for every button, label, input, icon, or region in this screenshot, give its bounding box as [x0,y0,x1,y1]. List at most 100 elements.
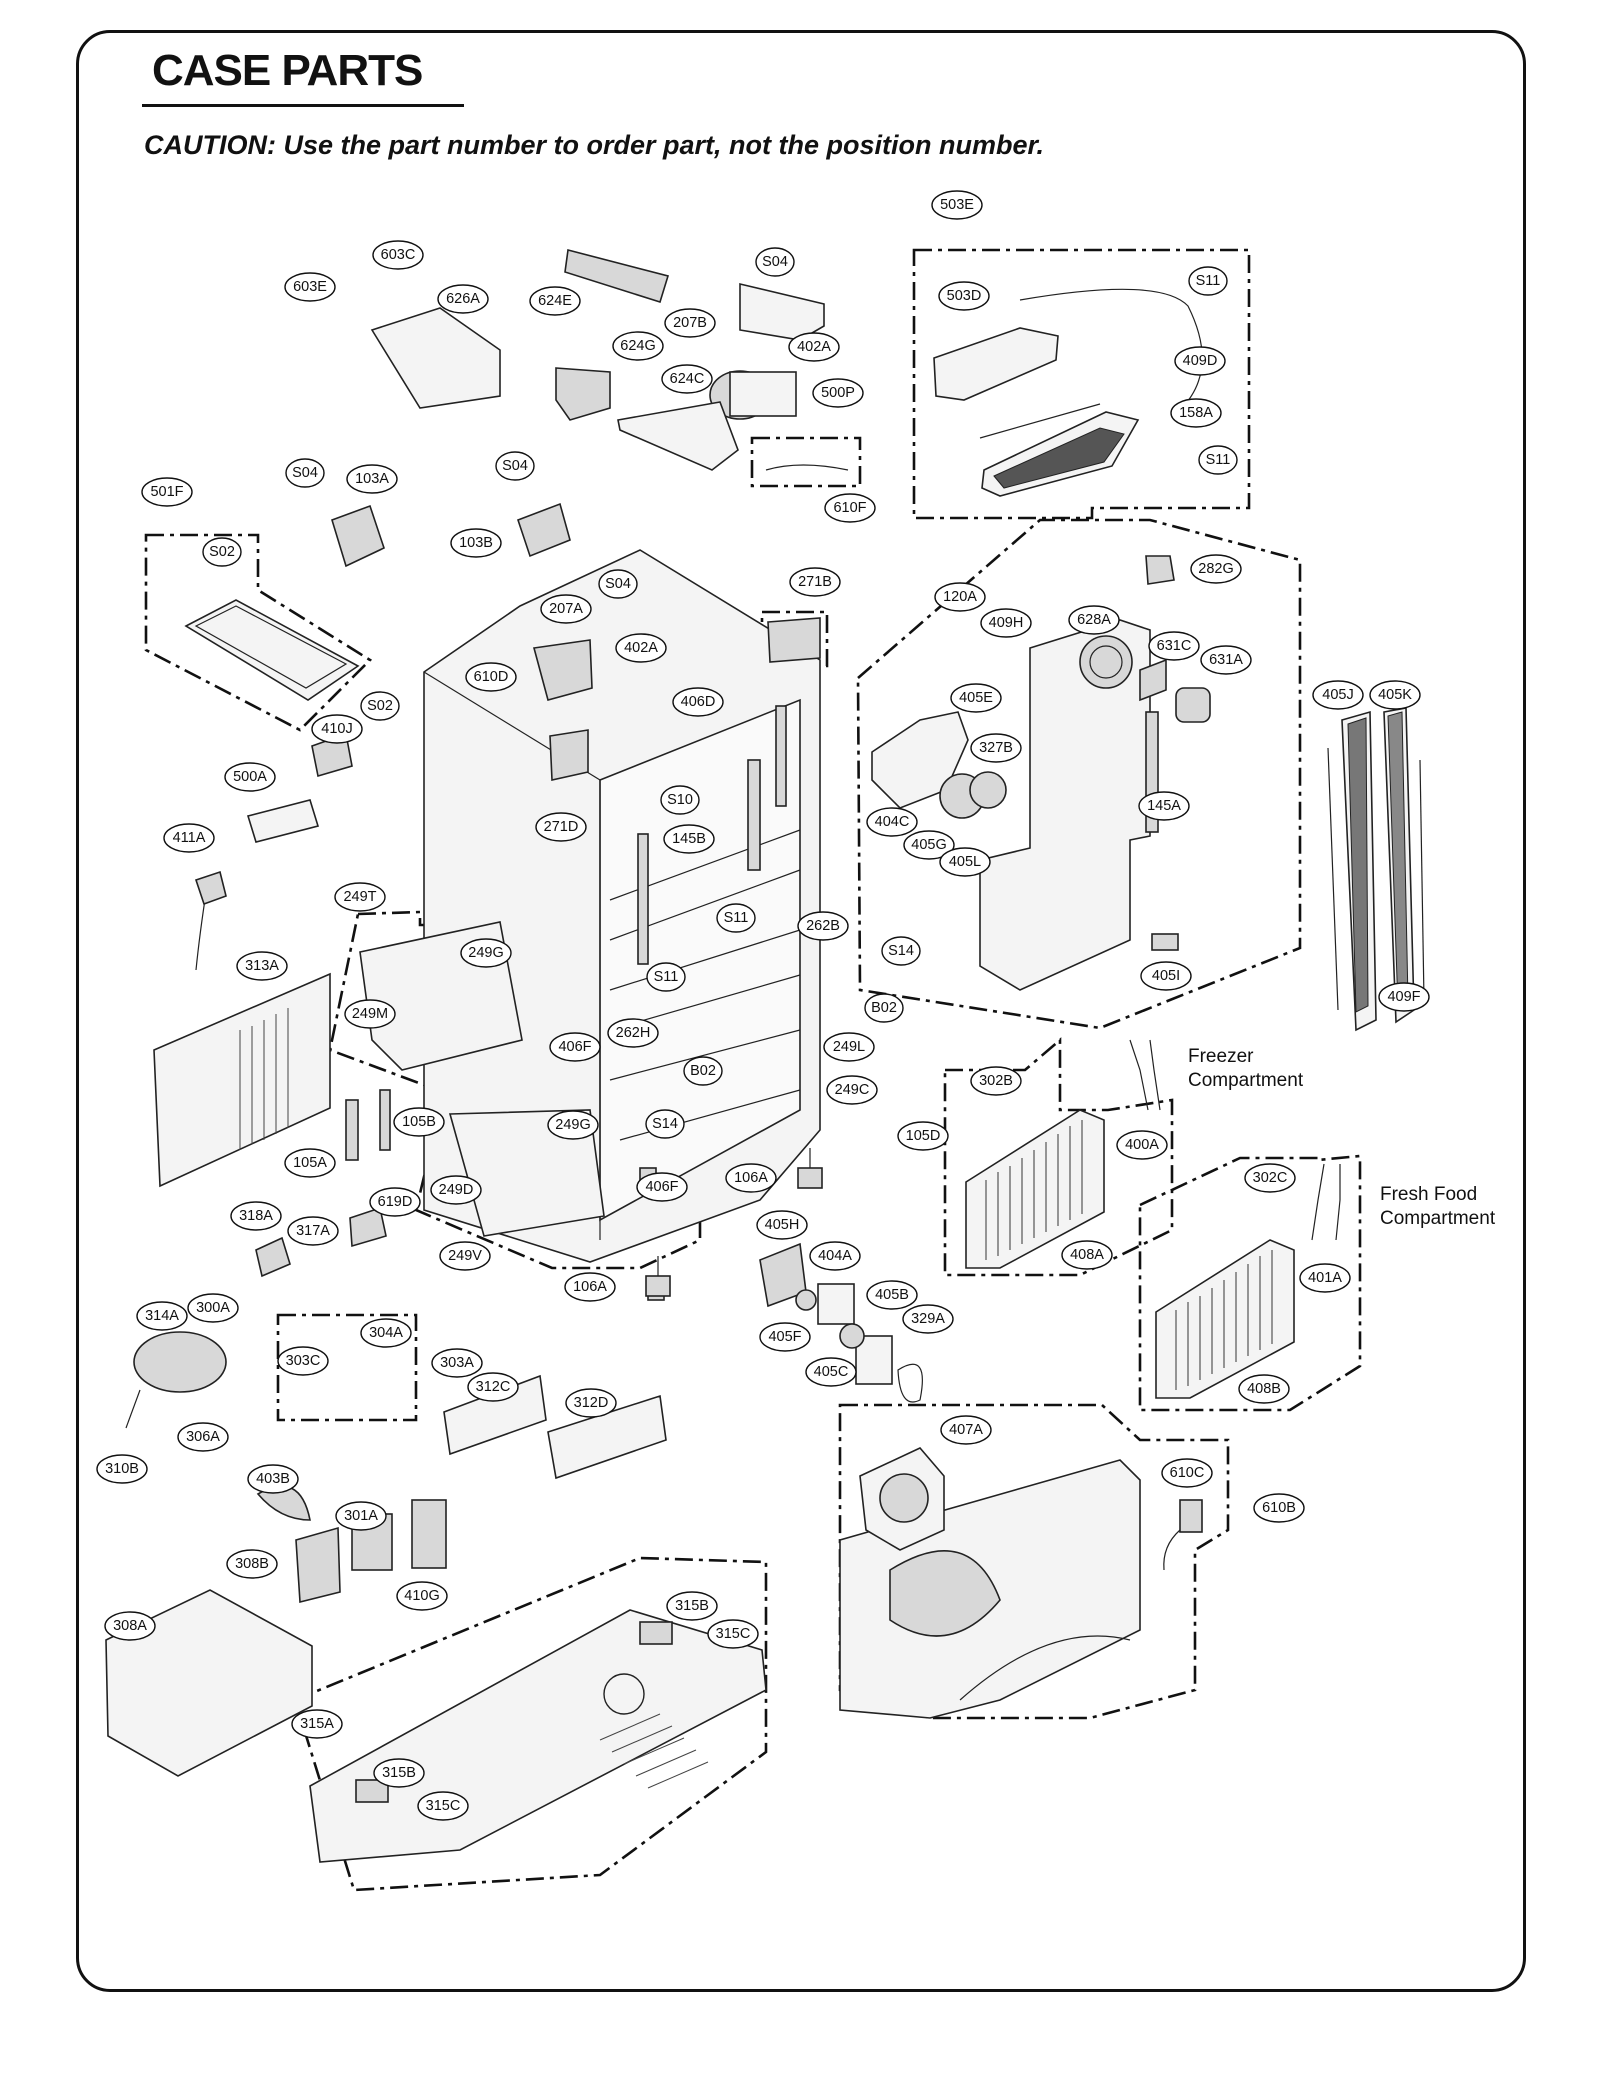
callout-text: 403B [256,1471,290,1487]
callout-text: B02 [690,1063,716,1079]
callout-text: S11 [1196,273,1221,289]
callout-text: 402A [624,640,658,656]
callout-bubble [230,1201,282,1231]
callout-bubble [1299,1263,1351,1293]
callout-text: 405G [911,837,946,853]
callout-text: 405H [765,1217,800,1233]
callout-317a: 317A [287,1216,339,1246]
callout-302c: 302C [1244,1163,1296,1193]
callout-text: 401A [1308,1270,1342,1286]
callout-bubble [661,364,713,394]
callout-bubble [1253,1493,1305,1523]
callout-bubble [373,1758,425,1788]
callout-303c: 303C [277,1346,329,1376]
callout-bubble [1190,554,1242,584]
callout-bubble [666,1591,718,1621]
callout-text: 315C [716,1626,751,1642]
callout-bubble [716,903,756,933]
callout-624c: 624C [661,364,713,394]
callout-406f: 406F [636,1172,688,1202]
callout-text: 271D [544,819,579,835]
callout-bubble [291,1709,343,1739]
callout-text: S04 [292,465,318,481]
callout-text: 610B [1262,1500,1296,1516]
callout-409d: 409D [1174,346,1226,376]
callout-bubble [756,1210,808,1240]
callout-text: 610F [833,500,866,516]
callout-bubble [931,190,983,220]
callout-text: 405K [1378,687,1412,703]
callout-text: 207A [549,601,583,617]
group-610f [750,436,862,488]
callout-103b: 103B [450,528,502,558]
callout-bubble [369,1187,421,1217]
callout-271d: 271D [535,812,587,842]
callout-312c: 312C [467,1372,519,1402]
callout-text: 631C [1157,638,1192,654]
callout-249l: 249L [823,1032,875,1062]
callout-300a: 300A [187,1293,239,1323]
callout-bubble [607,1018,659,1048]
callout-text: 282G [1198,561,1233,577]
callout-bubble [1174,346,1226,376]
callout-312d: 312D [565,1388,617,1418]
callout-s11: S11 [646,962,686,992]
callout-bubble [940,1415,992,1445]
callout-text: S02 [367,698,393,714]
callout-text: 249T [343,889,376,905]
callout-text: 106A [734,1170,768,1186]
callout-249v: 249V [439,1241,491,1271]
callout-text: 409H [989,615,1024,631]
callout-310b: 310B [96,1454,148,1484]
callout-628a: 628A [1068,605,1120,635]
callout-bubble [824,493,876,523]
callout-text: 145B [672,831,706,847]
callout-text: 312D [574,1395,609,1411]
callout-text: 310B [105,1461,139,1477]
callout-249d: 249D [430,1175,482,1205]
callout-282g: 282G [1190,554,1242,584]
callout-text: 406F [558,1039,591,1055]
callout-text: 503E [940,197,974,213]
callout-405k: 405K [1369,680,1421,710]
caution-note: CAUTION: Use the part number to order pa… [144,130,1045,160]
callout-s04: S04 [495,451,535,481]
callout-text: 404A [818,1248,852,1264]
callout-bubble [809,1241,861,1271]
callout-249g: 249G [547,1110,599,1140]
callout-text: 409F [1387,989,1420,1005]
callout-bubble [565,1388,617,1418]
callout-314a: 314A [136,1301,188,1331]
callout-bubble [547,1110,599,1140]
callout-text: 610D [474,669,509,685]
callout-text: 249V [448,1248,482,1264]
callout-bubble [1200,645,1252,675]
callout-text: B02 [871,1000,897,1016]
callout-315b: 315B [373,1758,425,1788]
callout-bubble [672,687,724,717]
upper-components [331,248,849,781]
callout-bubble [1238,1374,1290,1404]
callout-402a: 402A [788,332,840,362]
callout-610f: 610F [824,493,876,523]
callout-text: 120A [943,589,977,605]
title-underline [142,104,464,107]
callout-b02: B02 [864,993,904,1023]
callout-bubble [823,1032,875,1062]
page-title: CASE PARTS [152,46,423,95]
callout-text: 303A [440,1355,474,1371]
callout-s10: S10 [660,785,700,815]
callout-text: S11 [1206,452,1231,468]
gaskets-405j-405k [1327,707,1425,1032]
callout-bubble [864,993,904,1023]
callout-text: 301A [344,1508,378,1524]
callout-bubble [903,830,955,860]
callout-405l: 405L [939,847,991,877]
callout-text: 308A [113,1618,147,1634]
callout-s04: S04 [598,569,638,599]
callout-bubble [236,951,288,981]
callout-249g: 249G [460,938,512,968]
callout-bubble [1188,266,1228,296]
callout-bubble [163,823,215,853]
fresh-food-label-line2: Compartment [1380,1208,1496,1229]
